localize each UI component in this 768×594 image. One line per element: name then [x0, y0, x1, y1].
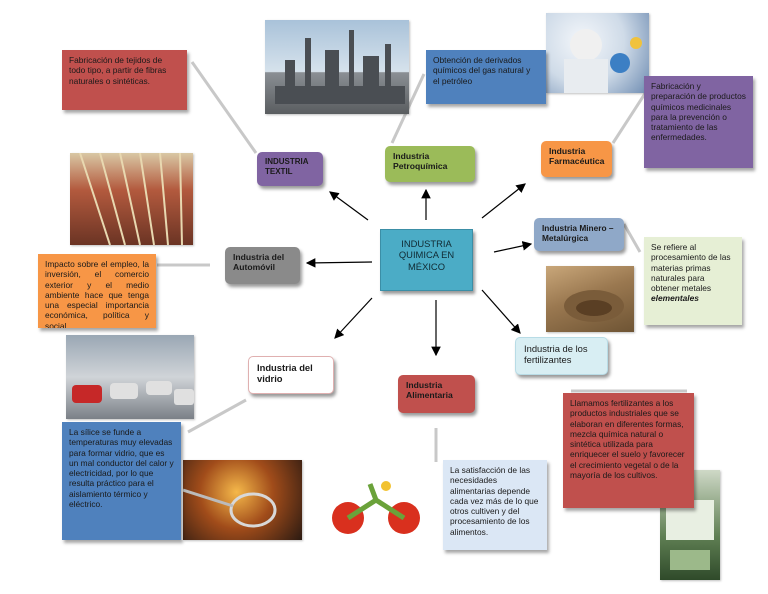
refinery-photo — [265, 20, 409, 114]
lab-scientist-photo — [546, 13, 649, 93]
node-alimentaria: Industria Alimentaria — [398, 375, 475, 413]
desc-minero-emph: elementales — [651, 293, 699, 304]
node-farmaceutica: Industria Farmacéutica — [541, 141, 612, 177]
node-fertilizantes: Industria de los fertilizantes — [515, 337, 608, 375]
center-line-3: MÉXICO — [408, 260, 445, 272]
center-line-2: QUIMICA EN — [398, 249, 455, 261]
desc-vidrio: La sílice se funde a temperaturas muy el… — [62, 422, 181, 540]
node-automovil: Industria del Automóvil — [225, 247, 300, 284]
arrow-to-minero — [493, 241, 533, 253]
desc-minero: Se refiere al procesamiento de las mater… — [644, 237, 742, 325]
desc-alimentaria: La satisfacción de las necesidades alime… — [443, 460, 547, 550]
center-line-1: INDUSTRIA — [401, 238, 452, 249]
mine-pit-photo — [546, 266, 634, 332]
car-assembly-photo — [66, 335, 194, 419]
arrow-to-farmaceutica — [481, 183, 526, 219]
center-node: INDUSTRIA QUIMICA EN MÉXICO — [380, 229, 473, 291]
desc-petroquimica: Obtención de derivados químicos del gas … — [426, 50, 546, 104]
desc-farmaceutica: Fabricación y preparación de productos q… — [644, 76, 753, 168]
node-minero: Industria Minero – Metalúrgica — [534, 218, 624, 251]
vegetable-bike-photo — [326, 470, 426, 540]
arrow-to-textil — [329, 191, 369, 221]
node-vidrio: Industria del vidrio — [248, 356, 334, 394]
desc-automovil: Impacto sobre el empleo, la inversión, e… — [38, 254, 156, 328]
arrow-to-vidrio — [334, 297, 373, 339]
desc-minero-main: Se refiere al procesamiento de las mater… — [651, 242, 731, 293]
glass-blowing-photo — [183, 460, 302, 540]
node-petroquimica: Industria Petroquímica — [385, 146, 475, 182]
arrow-to-fertilizantes — [481, 289, 521, 334]
desc-textil: Fabricación de tejidos de todo tipo, a p… — [62, 50, 187, 110]
textile-looms-photo — [70, 153, 193, 245]
desc-fertilizantes: Llamamos fertilizantes a los productos i… — [563, 393, 694, 508]
node-textil: INDUSTRIA TEXTIL — [257, 152, 323, 186]
arrow-to-automovil — [305, 258, 373, 268]
